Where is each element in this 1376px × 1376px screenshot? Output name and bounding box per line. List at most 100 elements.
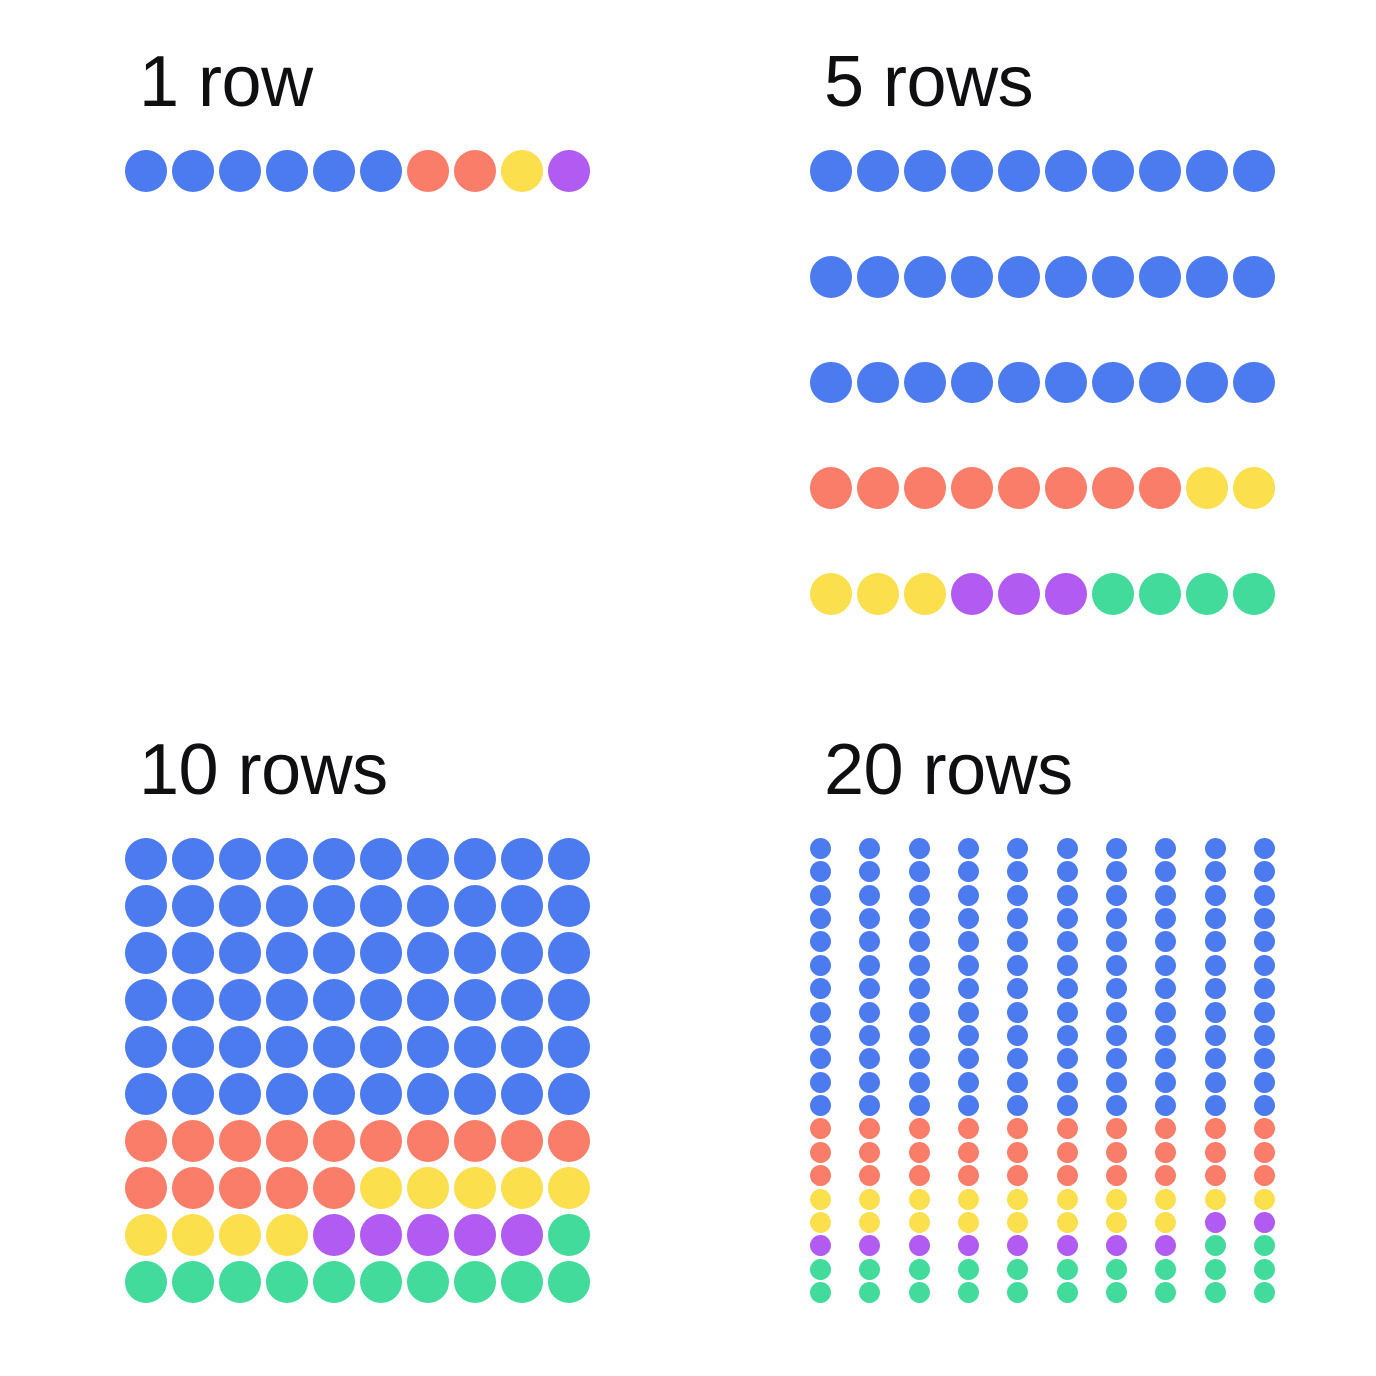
waffle-dot-blue <box>859 884 881 906</box>
waffle-dot-blue <box>313 932 355 974</box>
waffle-dot-blue <box>1045 255 1087 298</box>
waffle-dot-blue <box>1254 1095 1275 1117</box>
waffle-dot-blue <box>908 978 930 1000</box>
waffle-dot-yellow <box>908 1188 930 1210</box>
waffle-dot-blue <box>1254 978 1275 1000</box>
waffle-dot-blue <box>548 1073 590 1115</box>
waffle-dot-green <box>1254 1235 1275 1257</box>
waffle-dot-blue <box>125 885 167 927</box>
waffle-dot-red <box>810 1165 831 1187</box>
waffle-dot-green <box>1056 1258 1078 1280</box>
waffle-dot-blue <box>1056 1048 1078 1070</box>
waffle-dot-blue <box>810 838 831 859</box>
waffle-dot-green <box>958 1282 979 1303</box>
waffle-dot-blue <box>859 931 881 953</box>
waffle-dot-blue <box>1056 838 1078 859</box>
waffle-dot-red <box>125 1120 167 1162</box>
waffle-dot-green <box>1254 1282 1275 1303</box>
waffle-dot-blue <box>454 885 496 927</box>
waffle-dot-blue <box>958 908 979 930</box>
waffle-dot-yellow <box>810 1211 831 1233</box>
waffle-dot-blue <box>908 838 930 859</box>
waffle-dot-red <box>810 1118 831 1140</box>
waffle-dot-red <box>810 1141 831 1163</box>
waffle-dot-blue <box>810 255 852 298</box>
waffle-dot-yellow <box>1106 1211 1127 1233</box>
waffle-dot-green <box>1233 573 1275 615</box>
waffle-dot-red <box>1155 1141 1177 1163</box>
waffle-dot-blue <box>1233 255 1275 298</box>
panel-20-rows: 20 rows <box>810 734 1275 1303</box>
waffle-dot-blue <box>1204 1024 1226 1046</box>
waffle-dot-blue <box>125 1026 167 1068</box>
waffle-dot-blue <box>908 1024 930 1046</box>
waffle-dot-red <box>810 467 852 510</box>
waffle-dot-purple <box>998 573 1040 615</box>
waffle-dot-green <box>958 1258 979 1280</box>
waffle-dot-yellow <box>501 150 543 192</box>
waffle-dot-green <box>1007 1282 1029 1303</box>
waffle-dot-blue <box>958 1024 979 1046</box>
waffle-dot-blue <box>1056 1095 1078 1117</box>
waffle-dot-blue <box>1106 1048 1127 1070</box>
waffle-grid-10-rows <box>125 838 590 1303</box>
waffle-dot-yellow <box>1007 1211 1029 1233</box>
waffle-dot-yellow <box>958 1211 979 1233</box>
waffle-dot-yellow <box>219 1214 261 1256</box>
waffle-dot-blue <box>1155 931 1177 953</box>
waffle-dot-green <box>360 1261 402 1303</box>
waffle-dot-blue <box>501 1073 543 1115</box>
waffle-dot-blue <box>1106 978 1127 1000</box>
waffle-dot-blue <box>1106 1024 1127 1046</box>
waffle-dot-blue <box>1007 908 1029 930</box>
waffle-dot-blue <box>859 954 881 976</box>
waffle-dot-blue <box>360 885 402 927</box>
waffle-dot-green <box>548 1261 590 1303</box>
panel-10-rows: 10 rows <box>125 734 590 1303</box>
waffle-dot-yellow <box>266 1214 308 1256</box>
waffle-dot-blue <box>1155 1024 1177 1046</box>
waffle-dot-blue <box>548 932 590 974</box>
waffle-dot-blue <box>859 908 881 930</box>
waffle-dot-blue <box>1106 1001 1127 1023</box>
waffle-dot-blue <box>1155 954 1177 976</box>
waffle-dot-blue <box>1007 1048 1029 1070</box>
waffle-dot-blue <box>454 979 496 1021</box>
waffle-dot-yellow <box>908 1211 930 1233</box>
waffle-dot-blue <box>1139 150 1181 192</box>
waffle-dot-red <box>266 1120 308 1162</box>
waffle-dot-blue <box>904 150 946 192</box>
waffle-dot-yellow <box>548 1167 590 1209</box>
waffle-dot-blue <box>1155 884 1177 906</box>
waffle-dot-blue <box>313 838 355 880</box>
waffle-dot-blue <box>810 1048 831 1070</box>
waffle-dot-red <box>958 1141 979 1163</box>
waffle-dot-blue <box>908 931 930 953</box>
waffle-dot-blue <box>1186 255 1228 298</box>
waffle-dot-green <box>313 1261 355 1303</box>
waffle-dot-blue <box>1007 1095 1029 1117</box>
waffle-dot-blue <box>810 1001 831 1023</box>
waffle-dot-blue <box>810 978 831 1000</box>
waffle-dot-blue <box>501 885 543 927</box>
waffle-dot-blue <box>1106 861 1127 883</box>
waffle-dot-blue <box>1254 1071 1275 1093</box>
waffle-dot-green <box>810 1282 831 1303</box>
waffle-dot-red <box>1007 1118 1029 1140</box>
waffle-dot-purple <box>958 1235 979 1257</box>
waffle-dot-blue <box>1106 1095 1127 1117</box>
waffle-dot-blue <box>1007 1024 1029 1046</box>
waffle-dot-red <box>313 1120 355 1162</box>
waffle-dot-blue <box>219 979 261 1021</box>
waffle-grid-1-row <box>125 150 590 615</box>
waffle-dot-green <box>859 1282 881 1303</box>
waffle-dot-red <box>1056 1118 1078 1140</box>
waffle-dot-blue <box>172 838 214 880</box>
waffle-dot-red <box>904 467 946 510</box>
waffle-dot-blue <box>266 885 308 927</box>
waffle-dot-yellow <box>1233 467 1275 510</box>
waffle-dot-blue <box>1155 1071 1177 1093</box>
waffle-dot-red <box>1106 1118 1127 1140</box>
waffle-dot-yellow <box>859 1211 881 1233</box>
waffle-dot-green <box>908 1282 930 1303</box>
